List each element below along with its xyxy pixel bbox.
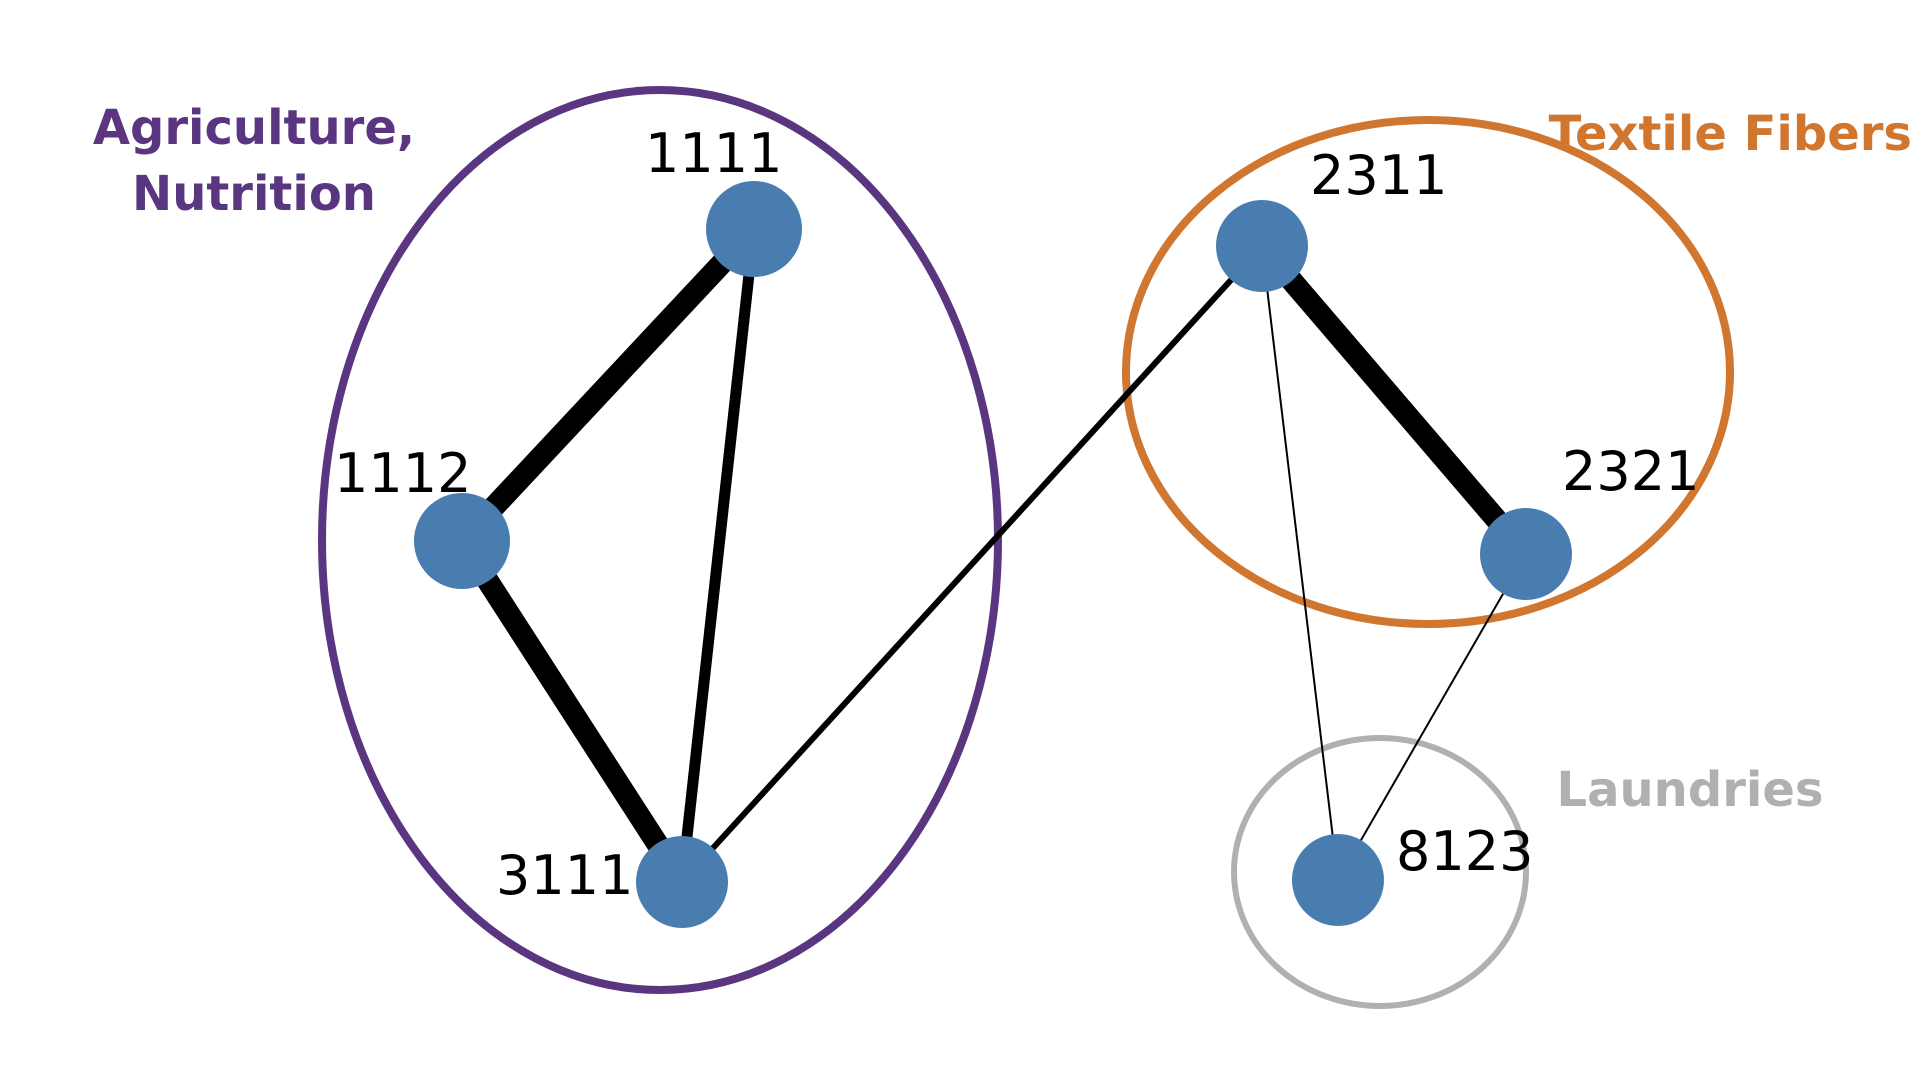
cluster-textile-outline (1122, 116, 1734, 628)
edge-3111-2311 (679, 243, 1265, 885)
node-label-8123: 8123 (1396, 820, 1533, 883)
node-label-1111: 1111 (645, 122, 782, 185)
cluster-laundries-outline (1231, 735, 1529, 1009)
node-3111 (636, 836, 728, 928)
edge-1111-3111 (676, 228, 760, 883)
cluster-agriculture-outline (318, 86, 1002, 994)
edge-2321-8123 (1337, 553, 1527, 881)
edges-layer (452, 221, 1535, 888)
edge-1111-1112 (453, 221, 763, 549)
node-label-2311: 2311 (1310, 144, 1447, 207)
edge-2311-2321 (1253, 238, 1535, 562)
node-label-3111: 3111 (496, 844, 633, 907)
node-8123 (1292, 834, 1384, 926)
node-label-2321: 2321 (1562, 440, 1699, 503)
cluster-label-laundries: Laundries (1557, 762, 1824, 818)
node-1112 (414, 493, 510, 589)
node-2311 (1216, 200, 1308, 292)
cluster-label-agriculture-line1: Agriculture, (93, 100, 415, 156)
cluster-label-textile: Textile Fibers (1549, 106, 1912, 162)
node-1111 (706, 181, 802, 277)
edge-2311-8123 (1261, 245, 1339, 881)
edge-1112-3111 (452, 535, 692, 888)
node-label-1112: 1112 (334, 442, 471, 505)
cluster-label-agriculture-line2: Nutrition (132, 166, 376, 222)
node-2321 (1480, 508, 1572, 600)
